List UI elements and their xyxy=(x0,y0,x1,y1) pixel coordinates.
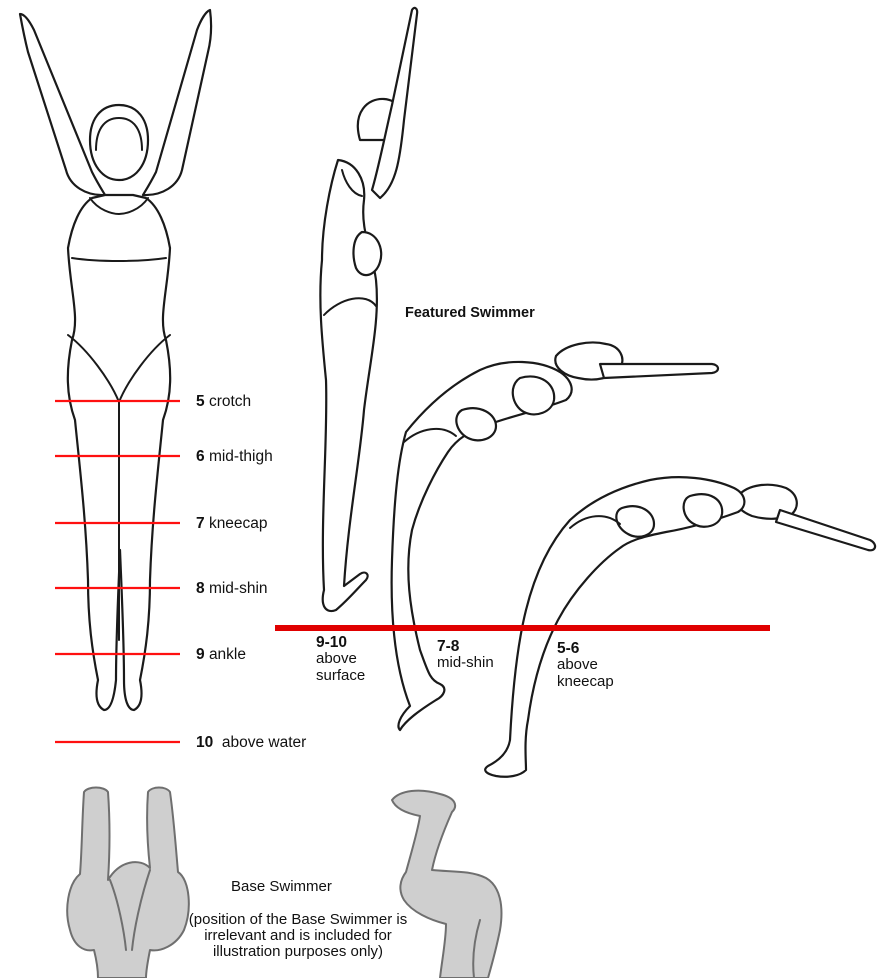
level-label-6: 6 mid-thigh xyxy=(196,449,273,465)
level-label-9: 9 ankle xyxy=(196,647,246,663)
level-label-10: 10 above water xyxy=(196,735,306,751)
depth-label-7-8: 7-8 mid-shin xyxy=(437,638,494,672)
base-swimmer-note: (position of the Base Swimmer is irrelev… xyxy=(178,912,418,960)
featured-swimmer-title: Featured Swimmer xyxy=(405,305,535,321)
depth-label-9-10: 9-10 above surface xyxy=(316,634,365,685)
level-label-5: 5 crotch xyxy=(196,394,251,410)
depth-label-5-6: 5-6 above kneecap xyxy=(557,640,614,691)
level-label-7: 7 kneecap xyxy=(196,516,268,532)
base-swimmer-title: Base Swimmer xyxy=(231,878,332,895)
front-swimmer-figure xyxy=(20,10,211,710)
level-label-8: 8 mid-shin xyxy=(196,581,268,597)
